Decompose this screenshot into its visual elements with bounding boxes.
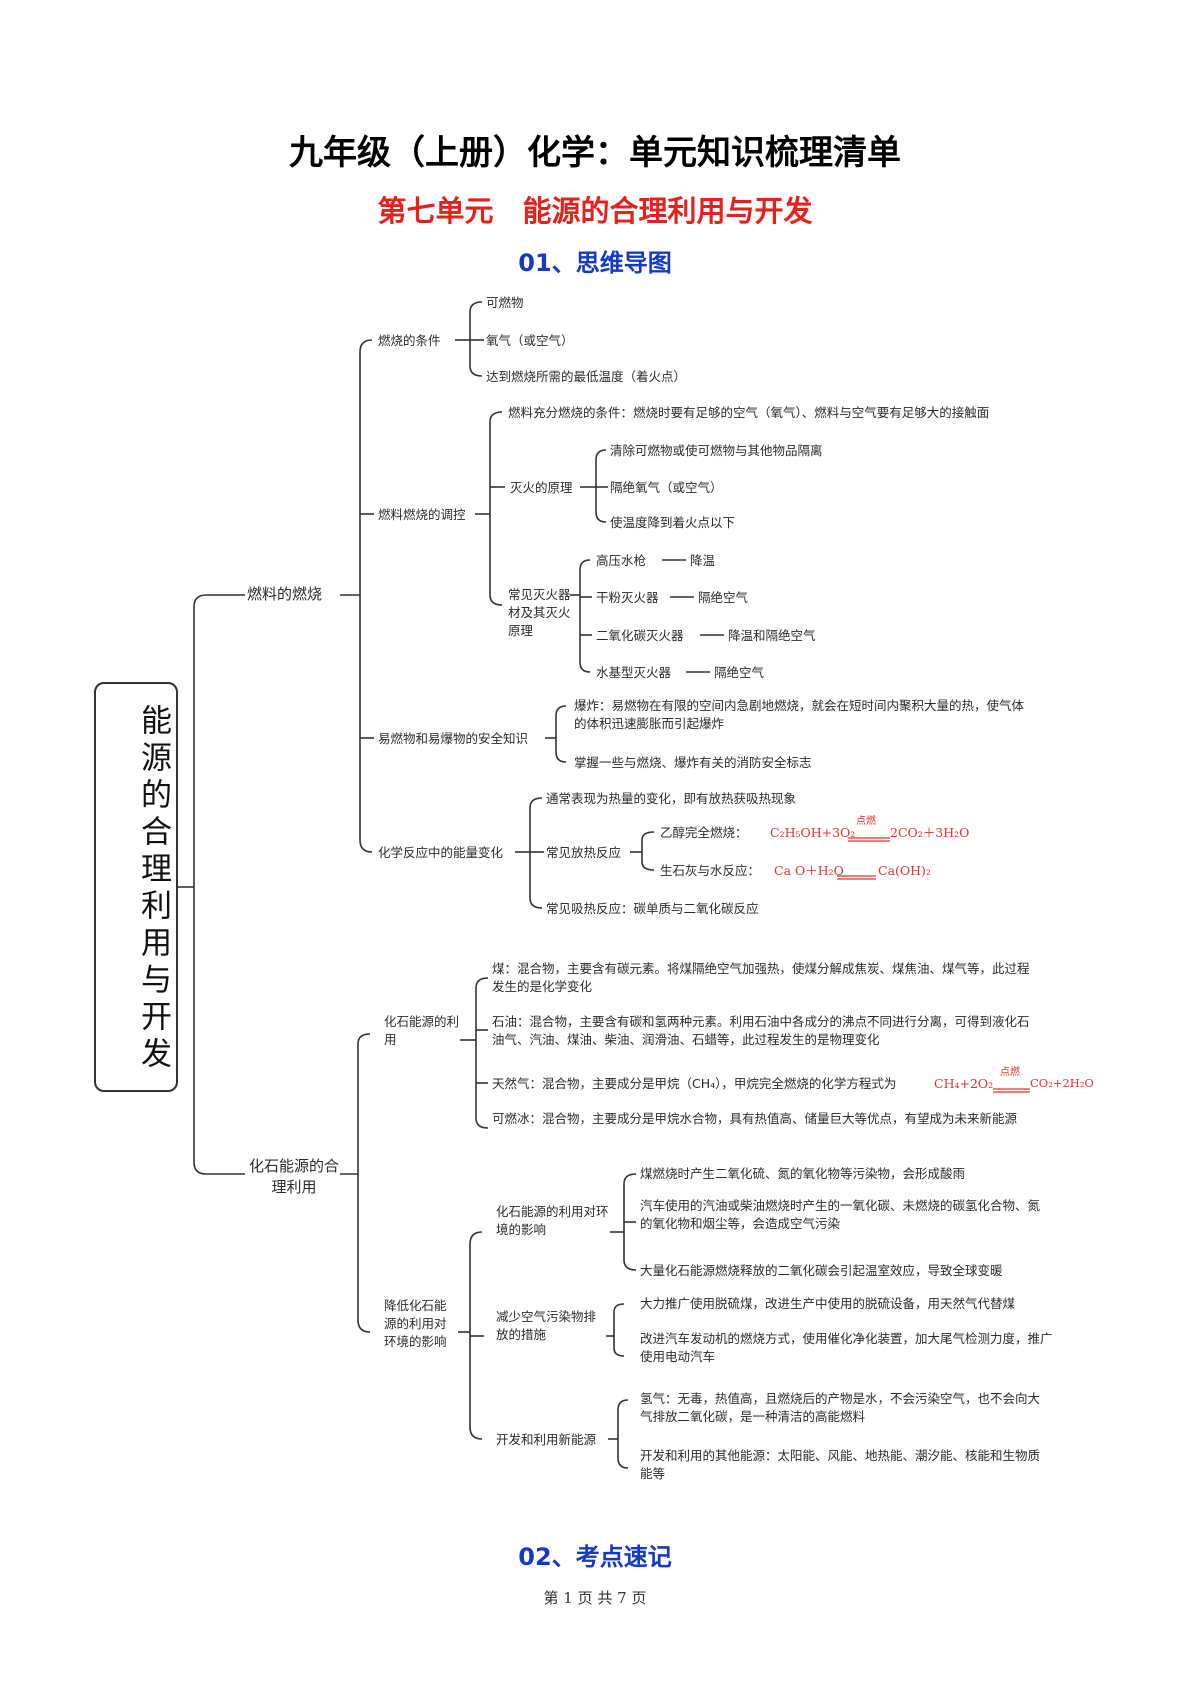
leaf-other-energy: 开发和利用的其他能源：太阳能、风能、地热能、潮汐能、核能和生物质能等 bbox=[640, 1448, 1041, 1481]
leaf-coal: 煤：混合物，主要含有碳元素。将煤隔绝空气加强热，使煤分解成焦炭、煤焦油、煤气等，… bbox=[492, 961, 1030, 994]
node-energy-change: 化学反应中的能量变化 bbox=[378, 845, 504, 860]
leaf-engine-improvement: 改进汽车发动机的燃烧方式，使用催化净化装置，加大尾气检测力度，推广使用电动汽车 bbox=[640, 1331, 1053, 1364]
page-footer: 第 1 页 共 7 页 bbox=[543, 1589, 647, 1607]
leaf-lime-label: 生石灰与水反应： bbox=[660, 863, 761, 878]
leaf-safety-signs: 掌握一些与燃烧、爆炸有关的消防安全标志 bbox=[574, 755, 812, 770]
equation-lime-right: Ca(OH)₂ bbox=[878, 863, 931, 878]
node-extinguisher-equipment: 常见灭火器材及其灭火原理 bbox=[508, 587, 571, 638]
leaf-ignition-point: 达到燃烧所需的最低温度（着火点） bbox=[486, 369, 687, 384]
leaf-greenhouse: 大量化石能源燃烧释放的二氧化碳会引起温室效应，导致全球变暖 bbox=[640, 1263, 1003, 1278]
leaf-combustible: 可燃物 bbox=[486, 295, 524, 310]
leaf-tool-principle: 隔绝空气 bbox=[714, 665, 765, 680]
equation-ethanol-right: 2CO₂＋3H₂O bbox=[890, 825, 970, 840]
leaf-endothermic: 常见吸热反应：碳单质与二氧化碳反应 bbox=[546, 901, 759, 916]
section-title-keypoints: 02、考点速记 bbox=[518, 1543, 672, 1571]
leaf-tool-name: 高压水枪 bbox=[596, 553, 647, 568]
node-new-energy: 开发和利用新能源 bbox=[496, 1432, 597, 1447]
leaf-combustible-ice: 可燃冰：混合物，主要成分是甲烷水合物，具有热值高、储量巨大等优点，有望成为未来新… bbox=[492, 1111, 1018, 1126]
leaf-ext-cool: 使温度降到着火点以下 bbox=[610, 515, 736, 530]
leaf-tool-name: 水基型灭火器 bbox=[596, 665, 672, 680]
unit-title: 第七单元 能源的合理利用与开发 bbox=[377, 194, 813, 228]
equation-methane-left: CH₄+2O₂ bbox=[934, 1076, 994, 1091]
leaf-oxygen: 氧气（或空气） bbox=[486, 333, 574, 348]
leaf-tool-name: 二氧化碳灭火器 bbox=[596, 628, 684, 643]
node-fossil-use: 化石能源的利用 bbox=[384, 1014, 460, 1047]
leaf-full-combustion: 燃料充分燃烧的条件：燃烧时要有足够的空气（氧气）、燃料与空气要有足够大的接触面 bbox=[508, 405, 990, 420]
equation-ethanol-left: C₂H₅OH+3O₂ bbox=[770, 825, 856, 840]
equation-methane-right: CO₂+2H₂O bbox=[1030, 1076, 1094, 1090]
leaf-ext-remove-fuel: 清除可燃物或使可燃物与其他物品隔离 bbox=[610, 443, 823, 458]
leaf-tool-principle: 降温 bbox=[690, 553, 716, 568]
leaf-tool-name: 干粉灭火器 bbox=[596, 590, 659, 605]
node-combustion-conditions: 燃烧的条件 bbox=[378, 333, 441, 348]
equation-lime-left: Ca O＋H₂O bbox=[774, 863, 844, 878]
mindmap-root: 能源的合理利用与开发 bbox=[94, 682, 178, 1092]
node-safety-knowledge: 易燃物和易爆物的安全知识 bbox=[378, 731, 529, 746]
leaf-acid-rain: 煤燃烧时产生二氧化硫、氮的氧化物等污染物，会形成酸雨 bbox=[640, 1166, 966, 1181]
leaf-ethanol-label: 乙醇完全燃烧： bbox=[660, 825, 748, 840]
equation-condition: 点燃 bbox=[1000, 1067, 1020, 1078]
leaf-explosion: 爆炸：易燃物在有限的空间内急剧地燃烧，就会在短时间内聚积大量的热，使气体的体积迅… bbox=[574, 698, 1025, 731]
node-reduce-impact: 降低化石能源的利用对环境的影响 bbox=[384, 1298, 447, 1349]
node-reduce-measures: 减少空气污染物排放的措施 bbox=[496, 1309, 597, 1342]
branch-fuel-combustion: 燃料的燃烧 bbox=[247, 585, 323, 603]
document-title: 九年级（上册）化学：单元知识梳理清单 bbox=[289, 133, 901, 173]
branch-fossil-energy: 化石能源的合理利用 bbox=[248, 1157, 339, 1196]
leaf-desulfurized-coal: 大力推广使用脱硫煤，改进生产中使用的脱硫设备，用天然气代替煤 bbox=[640, 1296, 1016, 1311]
leaf-petroleum: 石油：混合物，主要含有碳和氢两种元素。利用石油中各成分的沸点不同进行分离，可得到… bbox=[492, 1014, 1030, 1047]
leaf-air-pollution: 汽车使用的汽油或柴油燃烧时产生的一氧化碳、未燃烧的碳氢化合物、氮的氧化物和烟尘等… bbox=[640, 1198, 1041, 1231]
section-title-mindmap: 01、思维导图 bbox=[518, 249, 672, 277]
leaf-tool-principle: 降温和隔绝空气 bbox=[728, 628, 816, 643]
leaf-energy-general: 通常表现为热量的变化，即有放热获吸热现象 bbox=[546, 791, 797, 806]
leaf-tool-principle: 隔绝空气 bbox=[698, 590, 749, 605]
equation-condition: 点燃 bbox=[856, 816, 876, 827]
leaf-ext-isolate-oxygen: 隔绝氧气（或空气） bbox=[610, 480, 723, 495]
node-exothermic: 常见放热反应 bbox=[546, 845, 622, 860]
node-combustion-control: 燃料燃烧的调控 bbox=[378, 507, 466, 522]
leaf-hydrogen: 氢气：无毒，热值高，且燃烧后的产物是水，不会污染空气，也不会向大气排放二氧化碳，… bbox=[640, 1391, 1041, 1424]
leaf-natural-gas: 天然气：混合物，主要成分是甲烷（CH₄），甲烷完全燃烧的化学方程式为 bbox=[492, 1076, 897, 1091]
node-extinguish-principle: 灭火的原理 bbox=[510, 480, 573, 495]
mindmap-root-label: 能源的合理利用与开发 bbox=[135, 704, 171, 1074]
node-environment-impact: 化石能源的利用对环境的影响 bbox=[496, 1204, 609, 1237]
